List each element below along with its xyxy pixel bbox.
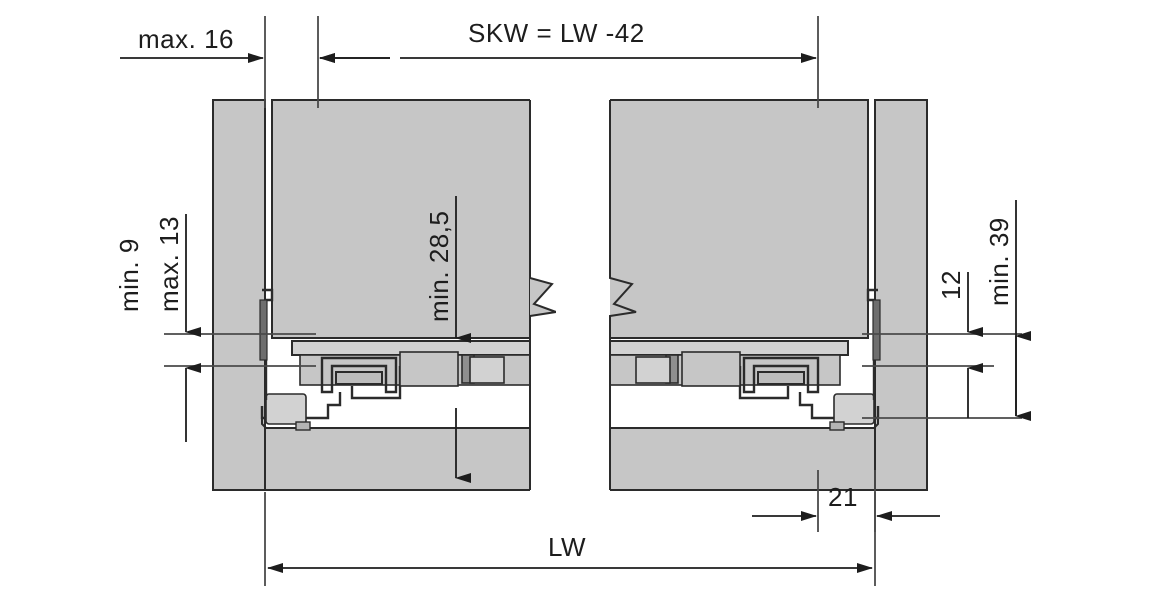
left-base-floor [264, 427, 531, 491]
right-runner-profile [742, 356, 820, 394]
right-bracket-foot [873, 406, 879, 429]
left-bracket-blade [259, 299, 268, 361]
right-slide-assembly [609, 288, 881, 431]
dimension-skw: SKW = LW -42 [319, 18, 817, 63]
dim-label-min-9: min. 9 [114, 238, 144, 312]
dim-label-21: 21 [828, 482, 858, 512]
dimension-21: 21 [752, 482, 940, 521]
break-white-core [556, 96, 606, 496]
right-locking-tab [635, 356, 671, 384]
left-coupler-block [399, 351, 459, 387]
dimension-min-9: min. 9 [114, 238, 201, 442]
dimension-max-16: max. 16 [120, 24, 390, 63]
left-screw-boss [295, 421, 311, 431]
left-cabinet-panel [212, 99, 266, 491]
cabinet-assembly [212, 96, 928, 496]
right-screw-boss [829, 421, 845, 431]
break-line-right [609, 100, 637, 490]
right-drawer-box [609, 99, 869, 339]
right-base-floor [609, 427, 876, 491]
left-locking-tab [469, 356, 505, 384]
dim-label-lw: LW [548, 532, 586, 562]
break-line-left [529, 100, 557, 490]
dimension-min-285: min. 28,5 [424, 196, 471, 483]
dimension-max-13: max. 13 [154, 214, 201, 337]
dim-label-12: 12 [936, 270, 966, 300]
dim-label-max-16: max. 16 [138, 24, 234, 54]
left-foot-pad [265, 393, 307, 425]
left-runner-inner-profile [335, 371, 383, 385]
dimension-12: 12 [936, 270, 983, 418]
dim-label-min-39: min. 39 [984, 217, 1014, 306]
left-drawer-box [271, 99, 531, 339]
right-cabinet-panel [874, 99, 928, 491]
right-coupler-block [681, 351, 741, 387]
dim-label-max-13: max. 13 [154, 216, 184, 312]
dimension-min-39: min. 39 [984, 200, 1031, 421]
right-runner-inner-profile [757, 371, 805, 385]
right-bracket-blade [872, 299, 881, 361]
left-runner-profile [320, 356, 398, 394]
dim-label-min-285: min. 28,5 [424, 211, 454, 322]
break-line-group [529, 96, 637, 496]
dim-label-skw: SKW = LW -42 [468, 18, 645, 48]
right-foot-pad [833, 393, 875, 425]
dimension-lw: LW [267, 532, 873, 573]
left-bracket-foot [261, 406, 267, 429]
left-slide-assembly [259, 288, 531, 431]
